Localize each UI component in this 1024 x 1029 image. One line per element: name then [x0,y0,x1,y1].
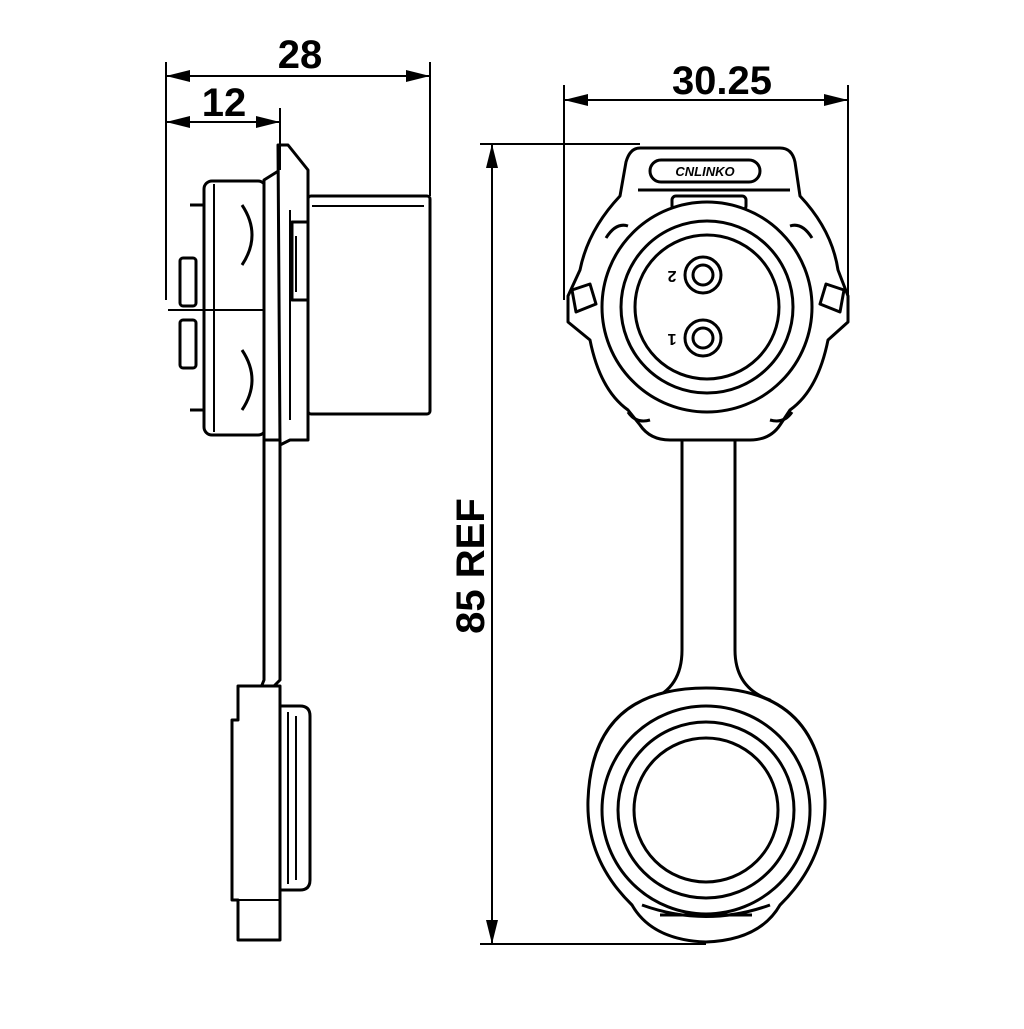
solder-terminal [178,256,198,308]
insert [633,233,781,381]
o-ring [240,204,254,266]
front-view: CNLINKO 2 1 [566,146,850,944]
pin-2-label: 2 [667,267,676,284]
logo-text: CNLINKO [675,164,734,179]
tether-strap [258,438,282,692]
dim-28-label: 28 [278,33,323,77]
side-view [168,143,432,942]
dimension-lines: 28 12 30.25 85 REF [165,33,849,945]
logo-badge [648,158,762,184]
front-tether [648,438,772,702]
pin-1-label: 1 [667,330,676,347]
dim-85-ref-label: 85 REF [449,498,493,634]
dim-12-label: 12 [202,81,247,125]
receptacle-body [306,194,432,416]
dust-cap-side [230,684,282,942]
dim-30-25-label: 30.25 [672,59,772,103]
dust-cap-ring [632,736,780,884]
